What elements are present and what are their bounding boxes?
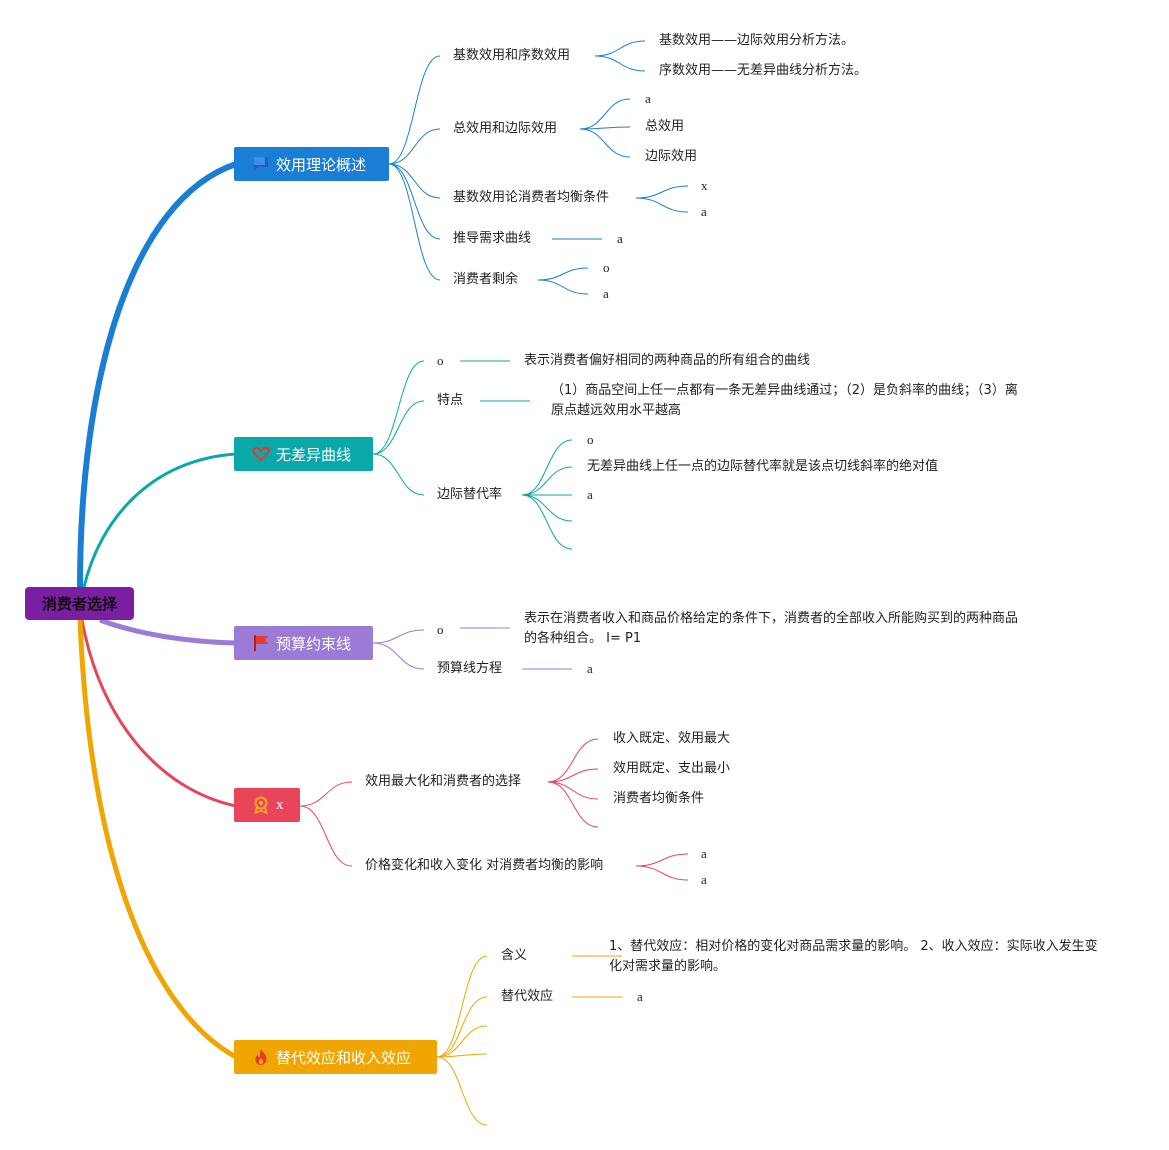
leaf-connector	[521, 494, 573, 522]
trunk-line	[99, 617, 237, 646]
branch-label: 替代效应和收入效应	[276, 1048, 412, 1067]
node-cardinal-equilibrium[interactable]: 基数效用论消费者均衡条件	[453, 190, 610, 205]
leaf-text[interactable]: a	[701, 846, 707, 861]
node-features[interactable]: 特点	[437, 393, 464, 408]
leaf-connector	[521, 439, 573, 496]
branch-connector	[388, 55, 441, 165]
branch-connector	[372, 400, 425, 455]
branch-connector	[436, 1053, 488, 1058]
branch-connector	[436, 1056, 488, 1126]
branch-connector	[388, 163, 441, 281]
branch-connector	[372, 642, 425, 670]
leaf-text[interactable]: 1、替代效应：相对价格的变化对商品需求量的影响。 2、收入效应：实际收入发生变化…	[609, 939, 1098, 974]
award-icon	[252, 796, 270, 815]
root-label: 消费者选择	[41, 595, 117, 613]
node-budget-equation[interactable]: 预算线方程	[437, 661, 503, 676]
leaf-text[interactable]: a	[701, 204, 707, 219]
branch-connector	[388, 128, 441, 165]
branch-connector	[436, 955, 488, 1058]
leaf-connector	[635, 865, 689, 881]
leaf-connector	[547, 781, 599, 800]
branch-label: x	[276, 796, 284, 813]
leaf-connector	[547, 781, 599, 828]
leaf-connector	[579, 128, 631, 158]
leaf-connector	[579, 98, 631, 130]
branch-connector	[436, 1025, 488, 1058]
leaf-text[interactable]: a	[637, 989, 643, 1004]
node-mrs[interactable]: 边际替代率	[437, 487, 503, 502]
leaf-connector	[635, 185, 689, 199]
leaf-text[interactable]: 效用既定、支出最小	[613, 761, 731, 776]
leaf-connector	[521, 466, 573, 496]
leaf-text[interactable]: 收入既定、效用最大	[613, 731, 731, 746]
branch-x[interactable]: x	[234, 788, 300, 822]
trunk-line	[77, 619, 238, 1060]
branch-indifference-curve[interactable]: 无差异曲线	[234, 437, 373, 471]
branch-connector	[388, 163, 441, 199]
branch-utility-theory[interactable]: 效用理论概述	[234, 147, 389, 181]
node-text[interactable]: o	[437, 622, 444, 637]
leaf-text[interactable]: a	[645, 91, 651, 106]
root-node[interactable]: 消费者选择	[25, 587, 134, 620]
leaf-connector	[547, 738, 599, 783]
leaf-connector	[579, 126, 631, 130]
trunk-line	[82, 452, 237, 588]
flag-icon	[252, 155, 270, 173]
node-meaning[interactable]: 含义	[501, 948, 528, 963]
branch-label: 效用理论概述	[276, 155, 367, 174]
node-consumer-surplus[interactable]: 消费者剩余	[453, 272, 519, 287]
branch-connector	[299, 781, 353, 807]
branch-connector	[372, 629, 425, 644]
leaf-text[interactable]: a	[701, 872, 707, 887]
branch-substitution-income[interactable]: 替代效应和收入效应	[234, 1040, 437, 1074]
leaf-text[interactable]: 表示在消费者收入和商品价格给定的条件下，消费者的全部收入所能购买到的两种商品的各…	[524, 611, 1019, 646]
leaf-text[interactable]: o	[587, 432, 594, 447]
leaf-text[interactable]: a	[617, 231, 623, 246]
branch-label: 预算约束线	[276, 634, 352, 653]
leaf-connector	[594, 55, 646, 72]
leaf-connector	[635, 197, 689, 213]
trunk-line	[80, 619, 237, 808]
node-demand-curve[interactable]: 推导需求曲线	[453, 231, 532, 246]
leaf-connector	[521, 494, 573, 550]
branch-connector	[372, 360, 425, 455]
branch-connector	[299, 805, 353, 867]
leaf-text[interactable]: a	[587, 661, 593, 676]
node-cardinal-ordinal[interactable]: 基数效用和序数效用	[453, 48, 571, 63]
leaf-connector	[635, 853, 689, 867]
leaf-text[interactable]: 边际效用	[645, 149, 698, 164]
node-total-marginal[interactable]: 总效用和边际效用	[453, 121, 558, 136]
leaf-text[interactable]: a	[587, 487, 593, 502]
leaf-text[interactable]: 基数效用——边际效用分析方法。	[659, 33, 855, 48]
fire-icon	[252, 1048, 270, 1066]
leaf-connector	[547, 768, 599, 783]
leaf-text[interactable]: o	[603, 260, 610, 275]
node-utility-max[interactable]: 效用最大化和消费者的选择	[365, 774, 522, 789]
leaf-text[interactable]: （1）商品空间上任一点都有一条无差异曲线通过；（2）是负斜率的曲线；（3）离原点…	[551, 383, 1018, 418]
branch-connector	[372, 453, 425, 496]
branch-budget-line[interactable]: 预算约束线	[234, 626, 373, 660]
leaf-connector	[537, 267, 589, 281]
branch-label: 无差异曲线	[276, 445, 352, 464]
leaf-connector	[537, 279, 589, 295]
red-flag-icon	[252, 634, 270, 652]
leaf-text[interactable]: x	[701, 178, 708, 193]
heart-icon	[252, 445, 270, 463]
leaf-text[interactable]: a	[603, 286, 609, 301]
branch-connector	[388, 163, 441, 240]
node-substitution-effect[interactable]: 替代效应	[501, 989, 554, 1004]
node-price-income-change[interactable]: 价格变化和收入变化 对消费者均衡的影响	[365, 858, 604, 873]
branch-connector	[436, 996, 488, 1058]
leaf-text[interactable]: 无差异曲线上任一点的边际替代率就是该点切线斜率的绝对值	[587, 459, 939, 474]
leaf-connector	[594, 40, 646, 57]
node-text[interactable]: o	[437, 353, 444, 368]
leaf-text[interactable]: 序数效用——无差异曲线分析方法。	[659, 63, 868, 78]
leaf-text[interactable]: 表示消费者偏好相同的两种商品的所有组合的曲线	[524, 353, 811, 368]
leaf-text[interactable]: 总效用	[645, 119, 685, 134]
leaf-text[interactable]: 消费者均衡条件	[613, 791, 705, 806]
trunk-line	[77, 161, 237, 588]
